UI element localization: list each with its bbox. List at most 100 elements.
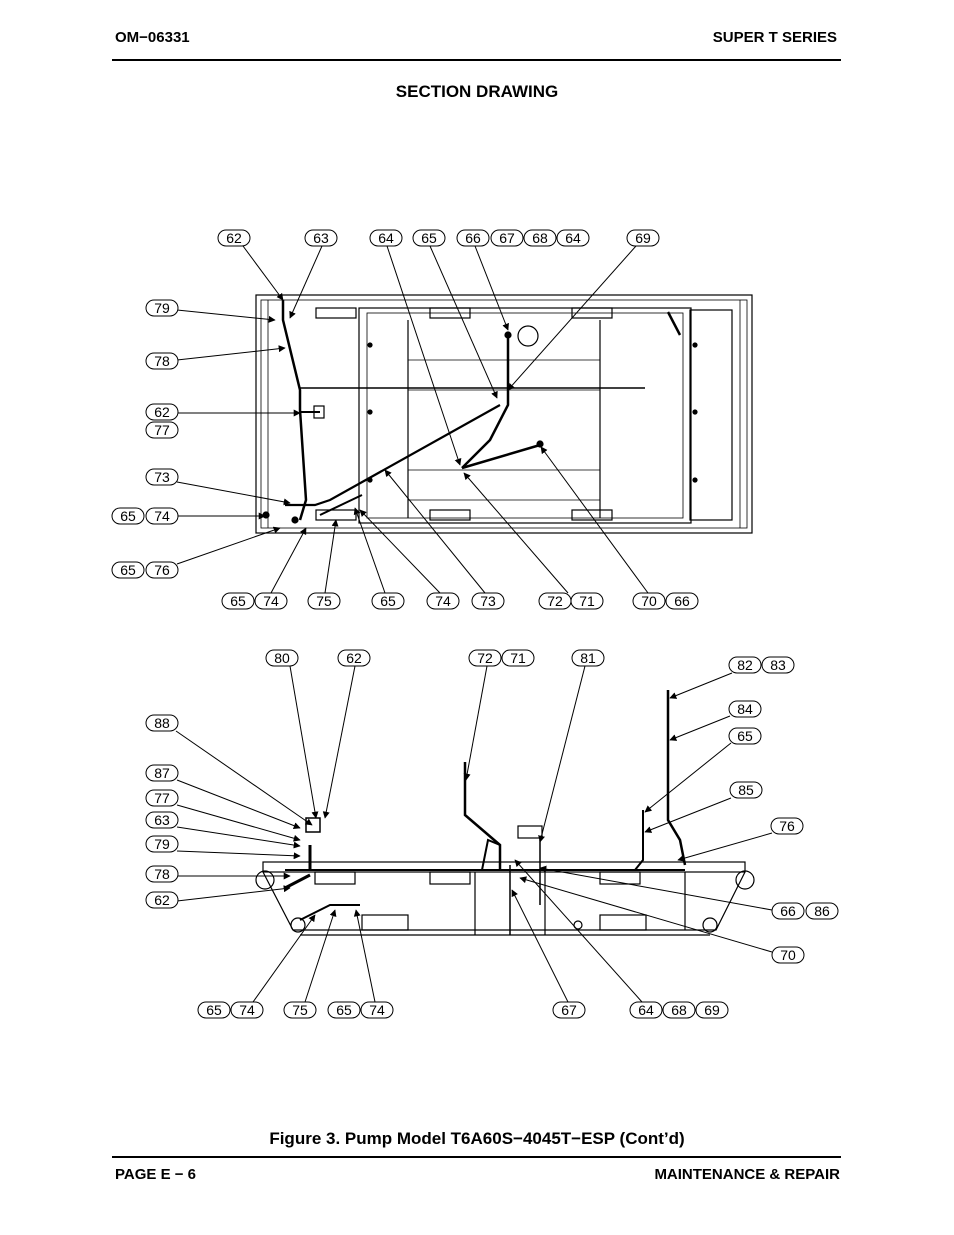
callout-label: 66 [465, 230, 481, 246]
callout-69: 69 [626, 229, 660, 247]
callout-label: 65 [737, 728, 753, 744]
callout-label: 84 [737, 701, 753, 717]
callout-label: 87 [154, 765, 170, 781]
callout-67: 67 [490, 229, 524, 247]
callout-label: 63 [154, 812, 170, 828]
callout-label: 80 [274, 650, 290, 666]
callout-71: 71 [501, 649, 535, 667]
top-view-callouts: 62 63 64 65 66 67 68 64 69 79 78 62 77 73 65 74 65 76 65 74… [111, 229, 699, 610]
page-number: PAGE E − 6 [115, 1166, 197, 1183]
callout-label: 65 [120, 508, 136, 524]
callout-label: 68 [671, 1002, 687, 1018]
callout-label: 77 [154, 422, 170, 438]
callout-label: 67 [499, 230, 515, 246]
callout-63: 63 [304, 229, 338, 247]
callout-74: 74 [360, 1001, 394, 1019]
callout-76: 76 [770, 817, 804, 835]
callout-label: 65 [120, 562, 136, 578]
callout-66: 66 [771, 902, 805, 920]
callout-64: 64 [369, 229, 403, 247]
callout-71: 71 [570, 592, 604, 610]
callout-64: 64 [556, 229, 590, 247]
callout-label: 68 [532, 230, 548, 246]
callout-label: 65 [230, 593, 246, 609]
callout-label: 74 [154, 508, 170, 524]
callout-label: 78 [154, 353, 170, 369]
callout-72: 72 [538, 592, 572, 610]
callout-label: 62 [226, 230, 242, 246]
top-view-frame [255, 294, 753, 534]
top-view-leaders [176, 245, 649, 594]
callout-label: 83 [770, 657, 786, 673]
callout-70: 70 [632, 592, 666, 610]
callout-74: 74 [230, 1001, 264, 1019]
section-title: SECTION DRAWING [395, 82, 559, 101]
document-id: OM−06331 [115, 29, 190, 46]
callout-label: 66 [674, 593, 690, 609]
callout-77: 77 [145, 789, 179, 807]
callout-label: 64 [378, 230, 394, 246]
callout-label: 76 [779, 818, 795, 834]
callout-70: 70 [771, 946, 805, 964]
callout-label: 88 [154, 715, 170, 731]
callout-69: 69 [695, 1001, 729, 1019]
callout-75: 75 [283, 1001, 317, 1019]
callout-87: 87 [145, 764, 179, 782]
callout-74: 74 [254, 592, 288, 610]
callout-68: 68 [662, 1001, 696, 1019]
callout-86: 86 [805, 902, 839, 920]
callout-label: 71 [510, 650, 526, 666]
callout-label: 70 [780, 947, 796, 963]
callout-label: 73 [480, 593, 496, 609]
callout-label: 71 [579, 593, 595, 609]
callout-label: 74 [435, 593, 451, 609]
callout-67: 67 [552, 1001, 586, 1019]
callout-label: 69 [704, 1002, 720, 1018]
callout-label: 62 [154, 892, 170, 908]
callout-label: 75 [316, 593, 332, 609]
callout-66: 66 [456, 229, 490, 247]
callout-74: 74 [145, 507, 179, 525]
callout-label: 85 [738, 782, 754, 798]
side-view-frame [255, 690, 755, 936]
callout-label: 65 [380, 593, 396, 609]
callout-62: 62 [337, 649, 371, 667]
callout-label: 70 [641, 593, 657, 609]
callout-label: 73 [154, 469, 170, 485]
callout-68: 68 [523, 229, 557, 247]
callout-65: 65 [327, 1001, 361, 1019]
callout-label: 74 [369, 1002, 385, 1018]
callout-label: 74 [263, 593, 279, 609]
callout-74: 74 [426, 592, 460, 610]
callout-label: 79 [154, 300, 170, 316]
callout-79: 79 [145, 299, 179, 317]
callout-label: 76 [154, 562, 170, 578]
callout-84: 84 [728, 700, 762, 718]
callout-label: 63 [313, 230, 329, 246]
callout-65: 65 [111, 507, 145, 525]
callout-79: 79 [145, 835, 179, 853]
callout-83: 83 [761, 656, 795, 674]
callout-72: 72 [468, 649, 502, 667]
callout-label: 64 [638, 1002, 654, 1018]
callout-label: 75 [292, 1002, 308, 1018]
callout-64: 64 [629, 1001, 663, 1019]
footer-rule [112, 1156, 841, 1158]
callout-label: 65 [336, 1002, 352, 1018]
side-view-leaders [175, 665, 773, 1003]
callout-63: 63 [145, 811, 179, 829]
callout-label: 72 [477, 650, 493, 666]
callout-82: 82 [728, 656, 762, 674]
figure-caption: Figure 3. Pump Model T6A60S−4045T−ESP (C… [269, 1129, 685, 1148]
callout-label: 86 [814, 903, 830, 919]
callout-73: 73 [145, 468, 179, 486]
callout-label: 82 [737, 657, 753, 673]
callout-65: 65 [111, 561, 145, 579]
callout-76: 76 [145, 561, 179, 579]
callout-label: 62 [154, 404, 170, 420]
callout-75: 75 [307, 592, 341, 610]
callout-80: 80 [265, 649, 299, 667]
callout-73: 73 [471, 592, 505, 610]
